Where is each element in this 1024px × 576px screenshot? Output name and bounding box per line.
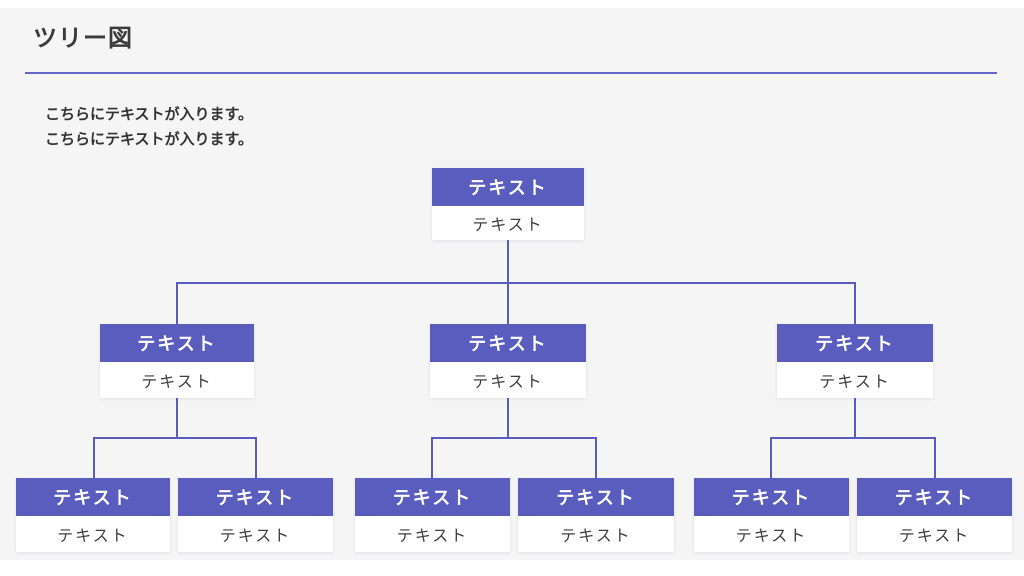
node-header: テキスト [694, 478, 849, 516]
description-block: こちらにテキストが入ります。 こちらにテキストが入ります。 [45, 102, 253, 152]
node-body: テキスト [100, 362, 254, 398]
connector-level1-horizontal [176, 282, 856, 284]
connector-group3-horizontal [770, 437, 936, 439]
node-header: テキスト [857, 478, 1012, 516]
connector-leaf6-top [934, 437, 936, 478]
tree-node-mid-2: テキスト テキスト [430, 324, 586, 398]
connector-mid2-down [507, 398, 509, 439]
connector-mid3-down [854, 398, 856, 439]
connector-leaf5-top [770, 437, 772, 478]
tree-node-leaf-3: テキスト テキスト [355, 478, 510, 552]
slide-background [0, 8, 1024, 560]
node-body: テキスト [518, 516, 674, 552]
node-body: テキスト [355, 516, 510, 552]
tree-node-mid-1: テキスト テキスト [100, 324, 254, 398]
tree-node-leaf-4: テキスト テキスト [518, 478, 674, 552]
node-header: テキスト [100, 324, 254, 362]
node-body: テキスト [694, 516, 849, 552]
node-body: テキスト [857, 516, 1012, 552]
node-header: テキスト [777, 324, 933, 362]
connector-group2-horizontal [431, 437, 597, 439]
node-header: テキスト [432, 168, 584, 206]
node-body: テキスト [178, 516, 333, 552]
tree-node-leaf-1: テキスト テキスト [16, 478, 170, 552]
tree-node-leaf-5: テキスト テキスト [694, 478, 849, 552]
connector-leaf4-top [595, 437, 597, 478]
tree-node-root: テキスト テキスト [432, 168, 584, 240]
node-body: テキスト [430, 362, 586, 398]
connector-mid3-top [854, 282, 856, 324]
node-header: テキスト [355, 478, 510, 516]
node-body: テキスト [432, 206, 584, 240]
title-divider [25, 72, 997, 74]
page-title: ツリー図 [33, 24, 133, 52]
connector-group1-horizontal [93, 437, 257, 439]
node-body: テキスト [777, 362, 933, 398]
node-body: テキスト [16, 516, 170, 552]
tree-node-mid-3: テキスト テキスト [777, 324, 933, 398]
node-header: テキスト [430, 324, 586, 362]
connector-leaf1-top [93, 437, 95, 478]
node-header: テキスト [518, 478, 674, 516]
connector-mid1-down [176, 398, 178, 439]
connector-mid1-top [176, 282, 178, 324]
connector-leaf2-top [255, 437, 257, 478]
node-header: テキスト [178, 478, 333, 516]
connector-leaf3-top [431, 437, 433, 478]
description-line: こちらにテキストが入ります。 [45, 105, 254, 123]
tree-node-leaf-2: テキスト テキスト [178, 478, 333, 552]
tree-node-leaf-6: テキスト テキスト [857, 478, 1012, 552]
description-line: こちらにテキストが入ります。 [45, 130, 254, 148]
node-header: テキスト [16, 478, 170, 516]
